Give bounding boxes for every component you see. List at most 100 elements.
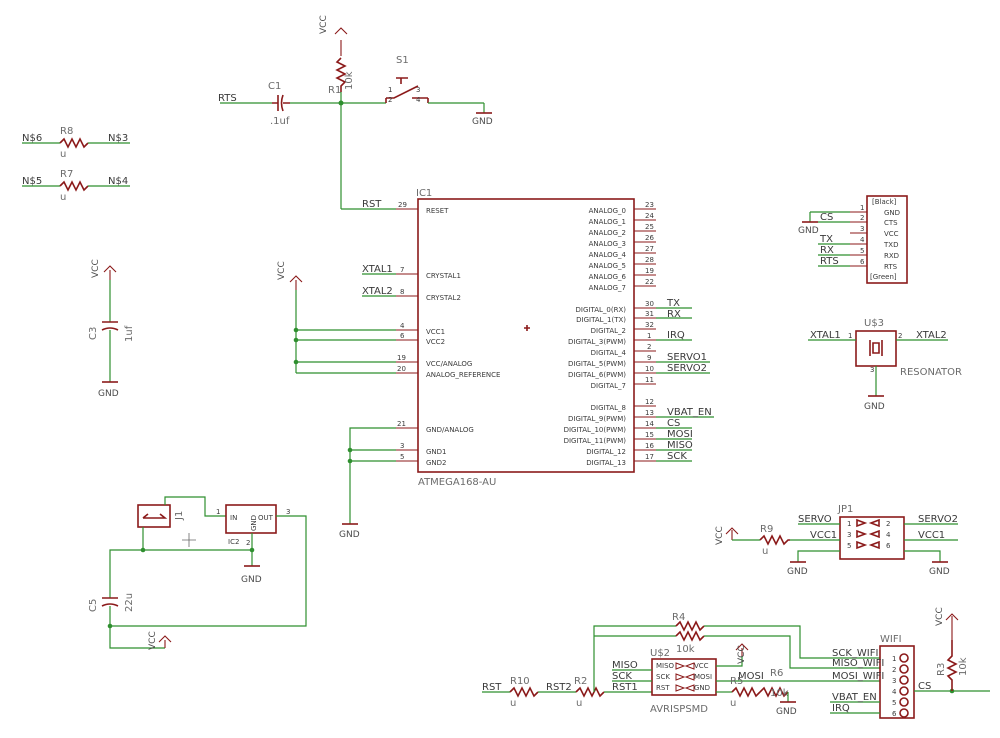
regulator-circuit: J1 IN OUT GND IC2 1 2 3 GND C5 22u VCC (88, 496, 307, 650)
svg-text:MOSI: MOSI (694, 673, 712, 681)
s1-pin4: 4 (416, 96, 421, 104)
r2-ref: R2 (574, 676, 587, 687)
svg-text:6: 6 (892, 710, 897, 718)
svg-text:4: 4 (886, 531, 891, 539)
svg-text:DIGITAL_3(PWM): DIGITAL_3(PWM) (568, 338, 626, 346)
svg-text:GND: GND (694, 684, 710, 692)
svg-text:14: 14 (645, 420, 654, 428)
junction-dot (293, 337, 299, 343)
junction-dot (249, 547, 255, 553)
c3-decoupling: VCC C3 1uf GND (88, 259, 135, 399)
r6-ref: R6 (770, 668, 783, 679)
svg-text:DIGITAL_7: DIGITAL_7 (591, 382, 626, 390)
vcc-bus-wire (295, 290, 396, 374)
svg-text:29: 29 (398, 201, 407, 209)
svg-text:26: 26 (645, 234, 654, 242)
svg-text:DIGITAL_10(PWM): DIGITAL_10(PWM) (564, 426, 627, 434)
svg-text:3: 3 (400, 442, 404, 450)
svg-text:6: 6 (886, 542, 891, 550)
c5-ref: C5 (88, 599, 99, 612)
gnd-label: GND (339, 530, 360, 540)
svg-text:12: 12 (645, 398, 654, 406)
origin-cross-icon (524, 325, 530, 331)
r8-right-net: N$3 (108, 133, 128, 144)
r5-ref: R5 (730, 676, 743, 687)
svg-text:5: 5 (400, 453, 404, 461)
vcc-arrow-icon (158, 635, 172, 648)
svg-text:16: 16 (645, 442, 654, 450)
svg-text:ANALOG_7: ANALOG_7 (589, 284, 626, 292)
c5-top-wire (109, 549, 143, 598)
ftdi-bottom-label: [Green] (870, 273, 897, 281)
jp1-vcc1-right-net: VCC1 (918, 530, 945, 541)
ic1-pin-gnd-analog: 21 GND/ANALOG (396, 420, 474, 434)
r6-value: 10k (770, 688, 789, 699)
svg-text:DIGITAL_9(PWM): DIGITAL_9(PWM) (568, 415, 626, 423)
isp-ref: U$2 (650, 648, 670, 659)
svg-text:DIGITAL_13: DIGITAL_13 (586, 459, 626, 467)
c3-capacitor (101, 321, 119, 331)
r8-resistor (59, 137, 89, 149)
svg-text:DIGITAL_1(TX): DIGITAL_1(TX) (576, 316, 626, 324)
svg-text:2: 2 (647, 343, 651, 351)
ftdi-rx-net: RX (820, 245, 834, 256)
vcc-label: VCC (91, 259, 101, 278)
junction-dot (140, 547, 146, 553)
svg-text:22: 22 (645, 278, 654, 286)
rts-net: RTS (218, 93, 237, 104)
jp1-ref: JP1 (837, 504, 853, 515)
jp1-servo2-net: SERVO2 (918, 514, 958, 525)
gnd-label: GND (798, 226, 819, 236)
vcc-arrow-icon (945, 613, 959, 640)
c1-capacitor (272, 94, 290, 112)
resonator-xtal1-net: XTAL1 (810, 330, 841, 341)
isp-value: AVRISPSMD (650, 704, 708, 715)
r3-resistor (946, 640, 958, 691)
isp-sck-net: SCK (612, 671, 632, 682)
ftdi-rts-net: RTS (820, 256, 839, 267)
vcc-label: VCC (319, 15, 329, 34)
reset-circuit: VCC R1 10k RTS C1 .1uf S1 1 2 3 4 GND RS (218, 15, 493, 210)
svg-text:VCC: VCC (884, 230, 899, 238)
svg-text:1: 1 (860, 204, 864, 212)
ic1-pin-crystal1: 7 CRYSTAL1 (396, 266, 461, 280)
svg-text:GND1: GND1 (426, 448, 447, 456)
svg-text:1: 1 (892, 655, 896, 663)
vcc-arrow-icon (334, 27, 348, 56)
r2-value: u (576, 698, 582, 709)
resistors-r8-r7: N$6 N$3 R8 u N$5 N$4 R7 u (22, 126, 130, 203)
svg-text:RESET: RESET (426, 207, 449, 215)
svg-text:3: 3 (847, 531, 851, 539)
svg-text:ANALOG_5: ANALOG_5 (589, 262, 626, 270)
c5-bottom-wire (109, 606, 165, 649)
jp1-servo-net: SERVO (798, 514, 832, 525)
svg-text:VCC/ANALOG: VCC/ANALOG (426, 360, 472, 368)
svg-text:31: 31 (645, 310, 654, 318)
miso-net: MISO (667, 440, 693, 451)
svg-text:5: 5 (860, 247, 864, 255)
svg-text:11: 11 (645, 376, 654, 384)
c5-capacitor (101, 597, 119, 607)
gnd-label: GND (98, 389, 119, 399)
svg-text:6: 6 (860, 258, 865, 266)
r4-resistor (675, 620, 705, 642)
svg-text:ANALOG_0: ANALOG_0 (589, 207, 626, 215)
svg-text:23: 23 (645, 201, 654, 209)
gnd-label: GND (787, 567, 808, 577)
r4-value: 10k (676, 644, 695, 655)
svg-text:4: 4 (860, 236, 865, 244)
vcc-label: VCC (935, 607, 945, 626)
xtal2-net: XTAL2 (362, 286, 393, 297)
svg-text:DIGITAL_4: DIGITAL_4 (591, 349, 627, 357)
r7-right-net: N$4 (108, 176, 128, 187)
